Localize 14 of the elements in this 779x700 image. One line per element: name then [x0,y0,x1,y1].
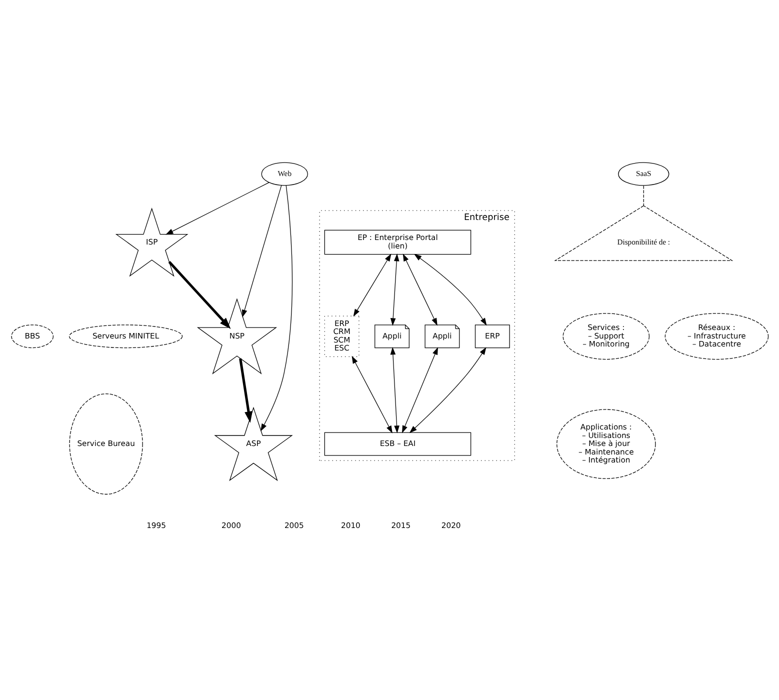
arrow [402,347,438,434]
arrow [168,261,230,329]
arrow [413,254,486,326]
arrow [165,182,269,235]
arrow [351,356,392,434]
arrow [390,347,399,434]
arrow [260,185,292,432]
arrow [238,358,252,423]
arrow [241,185,282,318]
arrow [352,254,391,317]
connector [642,185,644,206]
arrow [402,254,437,326]
arrow [390,254,399,326]
arrow [408,347,486,434]
